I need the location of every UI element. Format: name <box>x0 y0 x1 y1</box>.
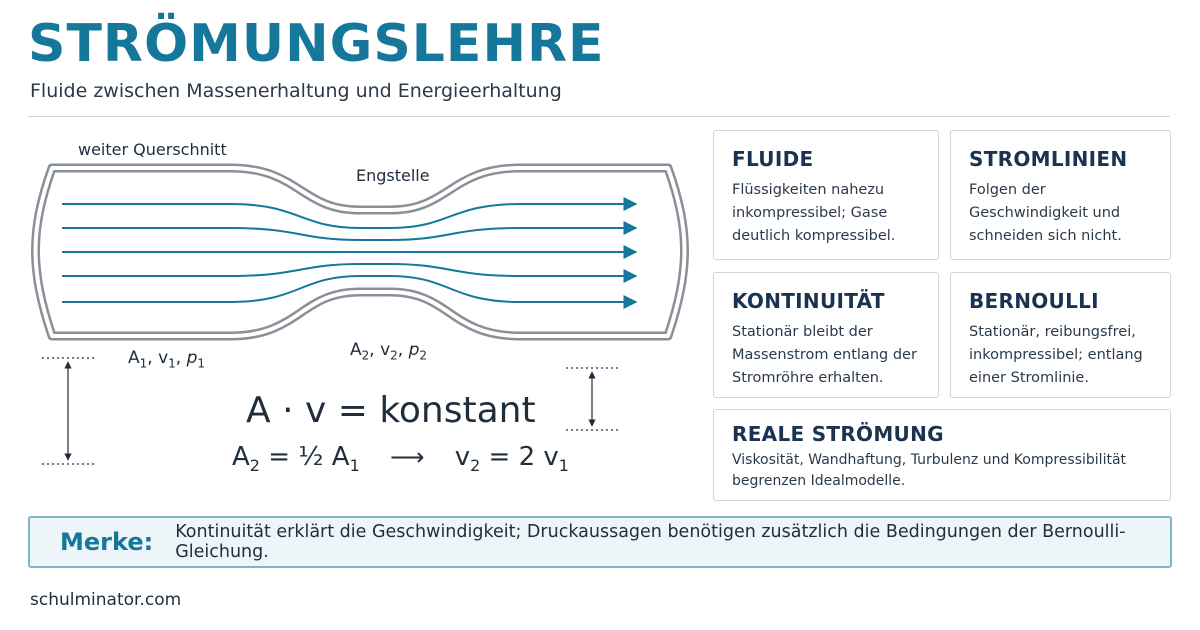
streamline-5 <box>62 275 638 309</box>
page-title: STRÖMUNGSLEHRE <box>28 14 605 74</box>
card-title: STROMLINIEN <box>969 147 1128 171</box>
card-reale-stroemung: REALE STRÖMUNG Viskosität, Wandhaftung, … <box>713 409 1171 501</box>
tube-inner-wall <box>33 166 687 338</box>
streamline-4 <box>62 263 638 283</box>
right-symbols: A2, v2, p2 <box>350 340 428 363</box>
card-title: KONTINUITÄT <box>732 289 885 313</box>
footer-site: schulminator.com <box>30 590 182 610</box>
streamline-1 <box>62 197 638 229</box>
card-text: Stationär bleibt der Massenstrom entlang… <box>732 324 917 386</box>
flow-tube-drawing <box>31 163 689 465</box>
example-formula: A2 = ½ A1 ⟶ v2 = 2 v1 <box>232 442 569 476</box>
continuity-formula: A · v = konstant <box>246 390 536 431</box>
card-stromlinien: STROMLINIEN Folgen der Geschwindigkeit u… <box>950 130 1171 260</box>
merke-text: Kontinuität erklärt die Geschwindigkeit;… <box>175 522 1126 562</box>
card-title: BERNOULLI <box>969 289 1099 313</box>
left-symbols: A1, v1, p1 <box>128 348 206 371</box>
page-subtitle: Fluide zwischen Massenerhaltung und Ener… <box>30 80 562 102</box>
venturi-diagram: weiter Querschnitt Engstelle A1, v1, p1 … <box>0 120 700 510</box>
label-narrow-section: Engstelle <box>356 166 430 185</box>
label-wide-section: weiter Querschnitt <box>78 140 227 159</box>
card-text: Stationär, reibungsfrei, inkompressibel;… <box>969 324 1143 386</box>
header-divider <box>28 116 1170 117</box>
streamline-2 <box>62 221 638 241</box>
card-text: Viskosität, Wandhaftung, Turbulenz und K… <box>732 452 1127 489</box>
card-fluide: FLUIDE Flüssigkeiten nahezu inkompressib… <box>713 130 939 260</box>
card-title: FLUIDE <box>732 147 814 171</box>
card-kontinuitaet: KONTINUITÄT Stationär bleibt der Massens… <box>713 272 939 398</box>
card-text: Folgen der Geschwindigkeit und schneiden… <box>969 182 1122 244</box>
card-title: REALE STRÖMUNG <box>732 422 944 446</box>
merke-box: Merke: Kontinuität erklärt die Geschwind… <box>28 516 1172 568</box>
card-text: Flüssigkeiten nahezu inkompressibel; Gas… <box>732 182 896 244</box>
arrow-right-icon: ⟶ <box>390 443 425 471</box>
card-bernoulli: BERNOULLI Stationär, reibungsfrei, inkom… <box>950 272 1171 398</box>
merke-label: Merke: <box>60 528 154 556</box>
